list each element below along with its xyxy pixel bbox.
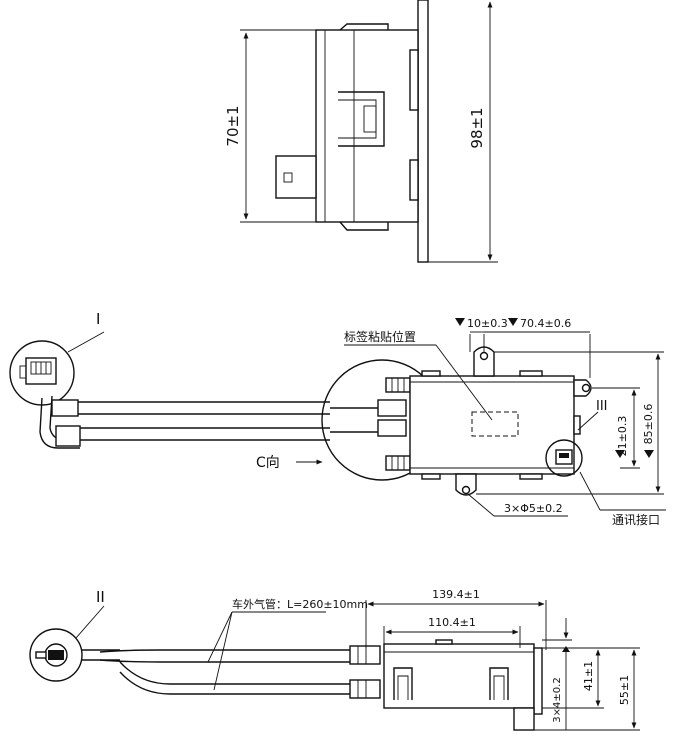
detail-iii-callout: III: [577, 399, 608, 431]
comm-port-detail: 通讯接口: [545, 439, 666, 527]
dim-10: 10±0.3: [455, 317, 508, 352]
hoses: [39, 395, 407, 449]
dim-70-height: 70±1: [224, 29, 316, 223]
middle-housing: [409, 346, 592, 496]
dim-139-label: 139.4±1: [432, 588, 480, 601]
pipe-label: 车外气管：L=260±10mm: [232, 597, 368, 611]
dim-21: 21±0.3: [592, 387, 640, 469]
bottom-hoses: [82, 645, 381, 699]
middle-view: I: [9, 310, 666, 527]
dim-98-label: 98±1: [468, 107, 486, 148]
dim-3x4: 3×4±0.2: [542, 618, 572, 730]
dim-41-label: 41±1: [582, 661, 595, 691]
dim-3x4-label: 3×4±0.2: [552, 677, 563, 722]
label-position-text: 标签粘贴位置: [344, 329, 416, 344]
dim-55-label: 55±1: [618, 675, 631, 705]
dim-70-4-label: 70.4±0.6: [520, 317, 571, 330]
dim-110: 110.4±1: [383, 616, 521, 648]
dim-139: 139.4±1: [365, 588, 547, 650]
dim-98-total: 98±1: [428, 1, 498, 263]
dim-70-label: 70±1: [224, 105, 242, 146]
detail-ii-callout: II: [29, 588, 105, 682]
bottom-view: II 车外气管：L=260±10mm: [29, 588, 640, 731]
dim-21-label: 21±0.3: [616, 416, 629, 457]
dim-55: 55±1: [534, 647, 640, 731]
detail-i-label: I: [96, 310, 100, 328]
detail-ii-label: II: [96, 588, 105, 606]
dim-70-4: 70.4±0.6: [484, 317, 591, 378]
bottom-housing: [383, 639, 543, 731]
holes-label: 3×Φ5±0.2: [504, 502, 563, 515]
dim-110-label: 110.4±1: [428, 616, 476, 629]
holes-callout: 3×Φ5±0.2: [467, 493, 568, 517]
c-view-label: C向: [256, 455, 280, 471]
comm-port-label: 通讯接口: [612, 512, 660, 527]
pipe-label-callout: 车外气管：L=260±10mm: [207, 597, 368, 691]
c-view-arrow: C向: [256, 455, 323, 471]
dim-85: 85±0.6: [476, 351, 664, 495]
detail-iii-label: III: [596, 399, 608, 414]
top-view: 70±1 98±1: [224, 0, 498, 263]
detail-i-callout: I: [9, 310, 105, 406]
dim-10-label: 10±0.3: [467, 317, 508, 330]
top-housing: [275, 0, 429, 263]
dim-41: 41±1: [542, 649, 604, 709]
dim-85-label: 85±0.6: [642, 404, 655, 445]
label-position-callout: 标签粘贴位置: [344, 329, 493, 421]
